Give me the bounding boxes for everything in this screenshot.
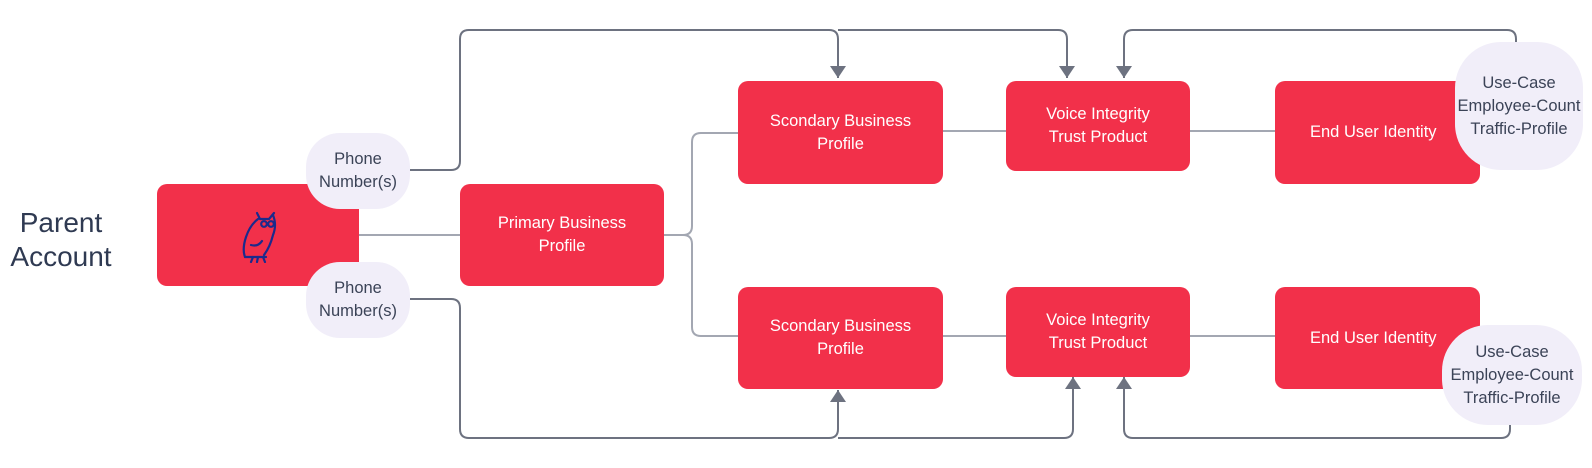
- voice-integrity-trust-product-box-top[interactable]: Voice Integrity Trust Product: [1006, 81, 1190, 171]
- phone-bottom-to-trust-arrow: [838, 377, 1081, 439]
- parent-account-label: Parent Account: [10, 207, 112, 272]
- phone-numbers-bubble-top[interactable]: Phone Number(s): [306, 133, 410, 209]
- phone-top-to-trust-arrow: [838, 29, 1075, 78]
- attributes-bottom-to-trust-arrow: [1116, 377, 1511, 439]
- use-case-attributes-bubble-bottom[interactable]: Use-Case Employee-Count Traffic-Profile: [1442, 325, 1582, 425]
- voice-integrity-trust-product-box-bottom[interactable]: Voice Integrity Trust Product: [1006, 287, 1190, 377]
- primary-to-top-secondary-line: [664, 132, 738, 236]
- secondary-business-profile-box-top[interactable]: Scondary Business Profile: [738, 81, 943, 184]
- use-case-attributes-bubble-top[interactable]: Use-Case Employee-Count Traffic-Profile: [1455, 42, 1583, 170]
- owl-icon: [242, 211, 277, 263]
- primary-business-profile-box[interactable]: Primary Business Profile: [460, 184, 664, 286]
- primary-to-bottom-secondary-line: [664, 234, 738, 337]
- end-user-identity-box-top[interactable]: End User Identity: [1275, 81, 1480, 184]
- attributes-top-to-trust-arrow: [1116, 29, 1517, 78]
- phone-bottom-to-secondary-arrow: [409, 298, 846, 439]
- phone-numbers-bubble-bottom[interactable]: Phone Number(s): [306, 262, 410, 338]
- phone-top-to-secondary-arrow: [409, 29, 846, 171]
- secondary-business-profile-box-bottom[interactable]: Scondary Business Profile: [738, 287, 943, 389]
